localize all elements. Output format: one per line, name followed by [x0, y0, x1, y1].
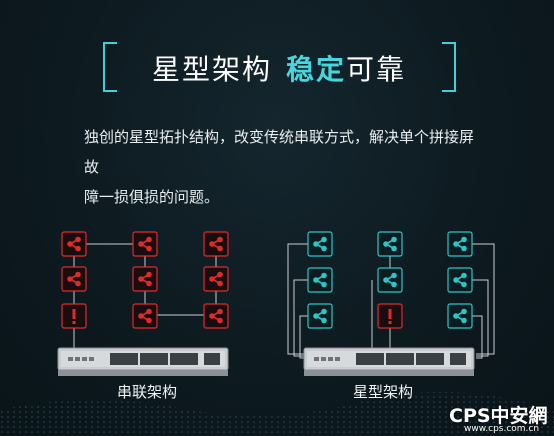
serial-node — [61, 231, 87, 257]
right-bracket — [442, 42, 456, 92]
serial-node — [203, 231, 229, 257]
left-bracket — [103, 42, 117, 92]
star-node — [447, 231, 473, 257]
title-main: 星型架构 — [151, 53, 272, 86]
serial-node — [132, 231, 158, 257]
watermark-logo: CPS中安網 — [449, 405, 548, 427]
serial-node — [203, 266, 229, 292]
serial-label: 串联架构 — [117, 383, 178, 401]
star-node — [447, 303, 473, 329]
watermark-url: www.cps.com.cn — [464, 424, 540, 434]
star-links — [287, 243, 495, 359]
description: 独创的星型拓扑结构，改变传统串联方式，解决单个拼接屏故 障一损俱损的问题。 — [84, 122, 484, 212]
serial-node — [61, 266, 87, 292]
star-node — [307, 231, 333, 257]
star-topology — [287, 231, 495, 377]
exclamation-icon — [388, 309, 392, 324]
star-label: 星型架构 — [353, 383, 414, 401]
title-block: 星型架构稳定可靠 — [0, 38, 554, 92]
title-highlight: 稳定 — [285, 53, 346, 86]
star-node — [377, 267, 403, 293]
star-node — [307, 303, 333, 329]
star-node — [377, 231, 403, 257]
star-switch — [303, 347, 475, 377]
dotted-floor-backdrop — [0, 391, 554, 436]
serial-topology — [57, 231, 229, 377]
serial-node — [203, 303, 229, 329]
title-tail: 可靠 — [346, 53, 407, 86]
page-title: 星型架构稳定可靠 — [124, 48, 434, 88]
exclamation-icon — [72, 309, 76, 324]
star-nodes — [307, 231, 473, 329]
serial-links — [73, 243, 217, 348]
description-line-1: 独创的星型拓扑结构，改变传统串联方式，解决单个拼接屏故 — [84, 128, 475, 176]
star-node — [307, 267, 333, 293]
serial-switch — [57, 347, 229, 377]
serial-node — [132, 303, 158, 329]
topology-diagrams — [57, 231, 495, 377]
star-fault-node — [377, 303, 403, 329]
description-line-2: 障一损俱损的问题。 — [84, 188, 220, 206]
serial-node — [132, 266, 158, 292]
star-node — [447, 267, 473, 293]
serial-fault-node — [61, 303, 87, 329]
serial-nodes — [61, 231, 229, 329]
